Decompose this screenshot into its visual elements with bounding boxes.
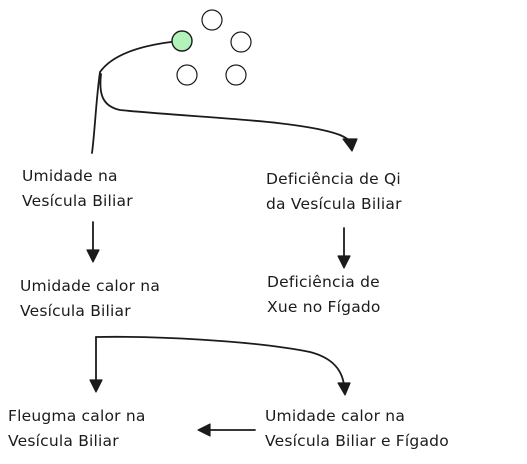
node-deficiencia-xue: Deficiência de Xue no Fígado <box>267 270 381 320</box>
node-line: Vesícula Biliar <box>22 192 133 210</box>
dot <box>225 64 247 86</box>
node-line: Xue no Fígado <box>267 298 381 316</box>
dot <box>230 31 252 53</box>
dot-active <box>171 30 193 52</box>
node-line: Vesícula Biliar e Fígado <box>265 432 449 450</box>
dot <box>201 9 223 31</box>
node-line: da Vesícula Biliar <box>266 195 402 213</box>
node-umidade-calor: Umidade calor na Vesícula Biliar <box>20 274 160 324</box>
arrowhead-figado <box>337 382 351 396</box>
node-line: Umidade calor na <box>20 277 161 295</box>
arrowhead-xue <box>337 255 351 269</box>
node-umidade-vesicula: Umidade na Vesícula Biliar <box>22 164 133 214</box>
arrowhead-fleugma <box>89 379 103 393</box>
node-umidade-calor-figado: Umidade calor na Vesícula Biliar e Fígad… <box>265 404 449 454</box>
arrow-umidade-calor-to-figado <box>95 335 345 386</box>
node-line: Umidade calor na <box>265 407 406 425</box>
node-line: Vesícula Biliar <box>20 302 131 320</box>
dot <box>176 64 198 86</box>
connector-dot-to-deficiencia-qi <box>99 73 351 143</box>
arrowhead-left-fleugma <box>197 423 211 437</box>
node-line: Fleugma calor na <box>8 407 146 425</box>
arrowhead-umidade-calor <box>86 249 100 263</box>
node-deficiencia-qi: Deficiência de Qi da Vesícula Biliar <box>266 167 402 217</box>
connector-dot-to-umidade <box>91 41 172 154</box>
arrowhead-deficiencia-qi <box>342 138 358 152</box>
node-line: Deficiência de <box>267 273 380 291</box>
node-line: Deficiência de Qi <box>266 170 401 188</box>
dot-cluster <box>171 9 252 86</box>
node-line: Vesícula Biliar <box>8 432 119 450</box>
node-fleugma-calor: Fleugma calor na Vesícula Biliar <box>8 404 146 454</box>
node-line: Umidade na <box>22 167 118 185</box>
